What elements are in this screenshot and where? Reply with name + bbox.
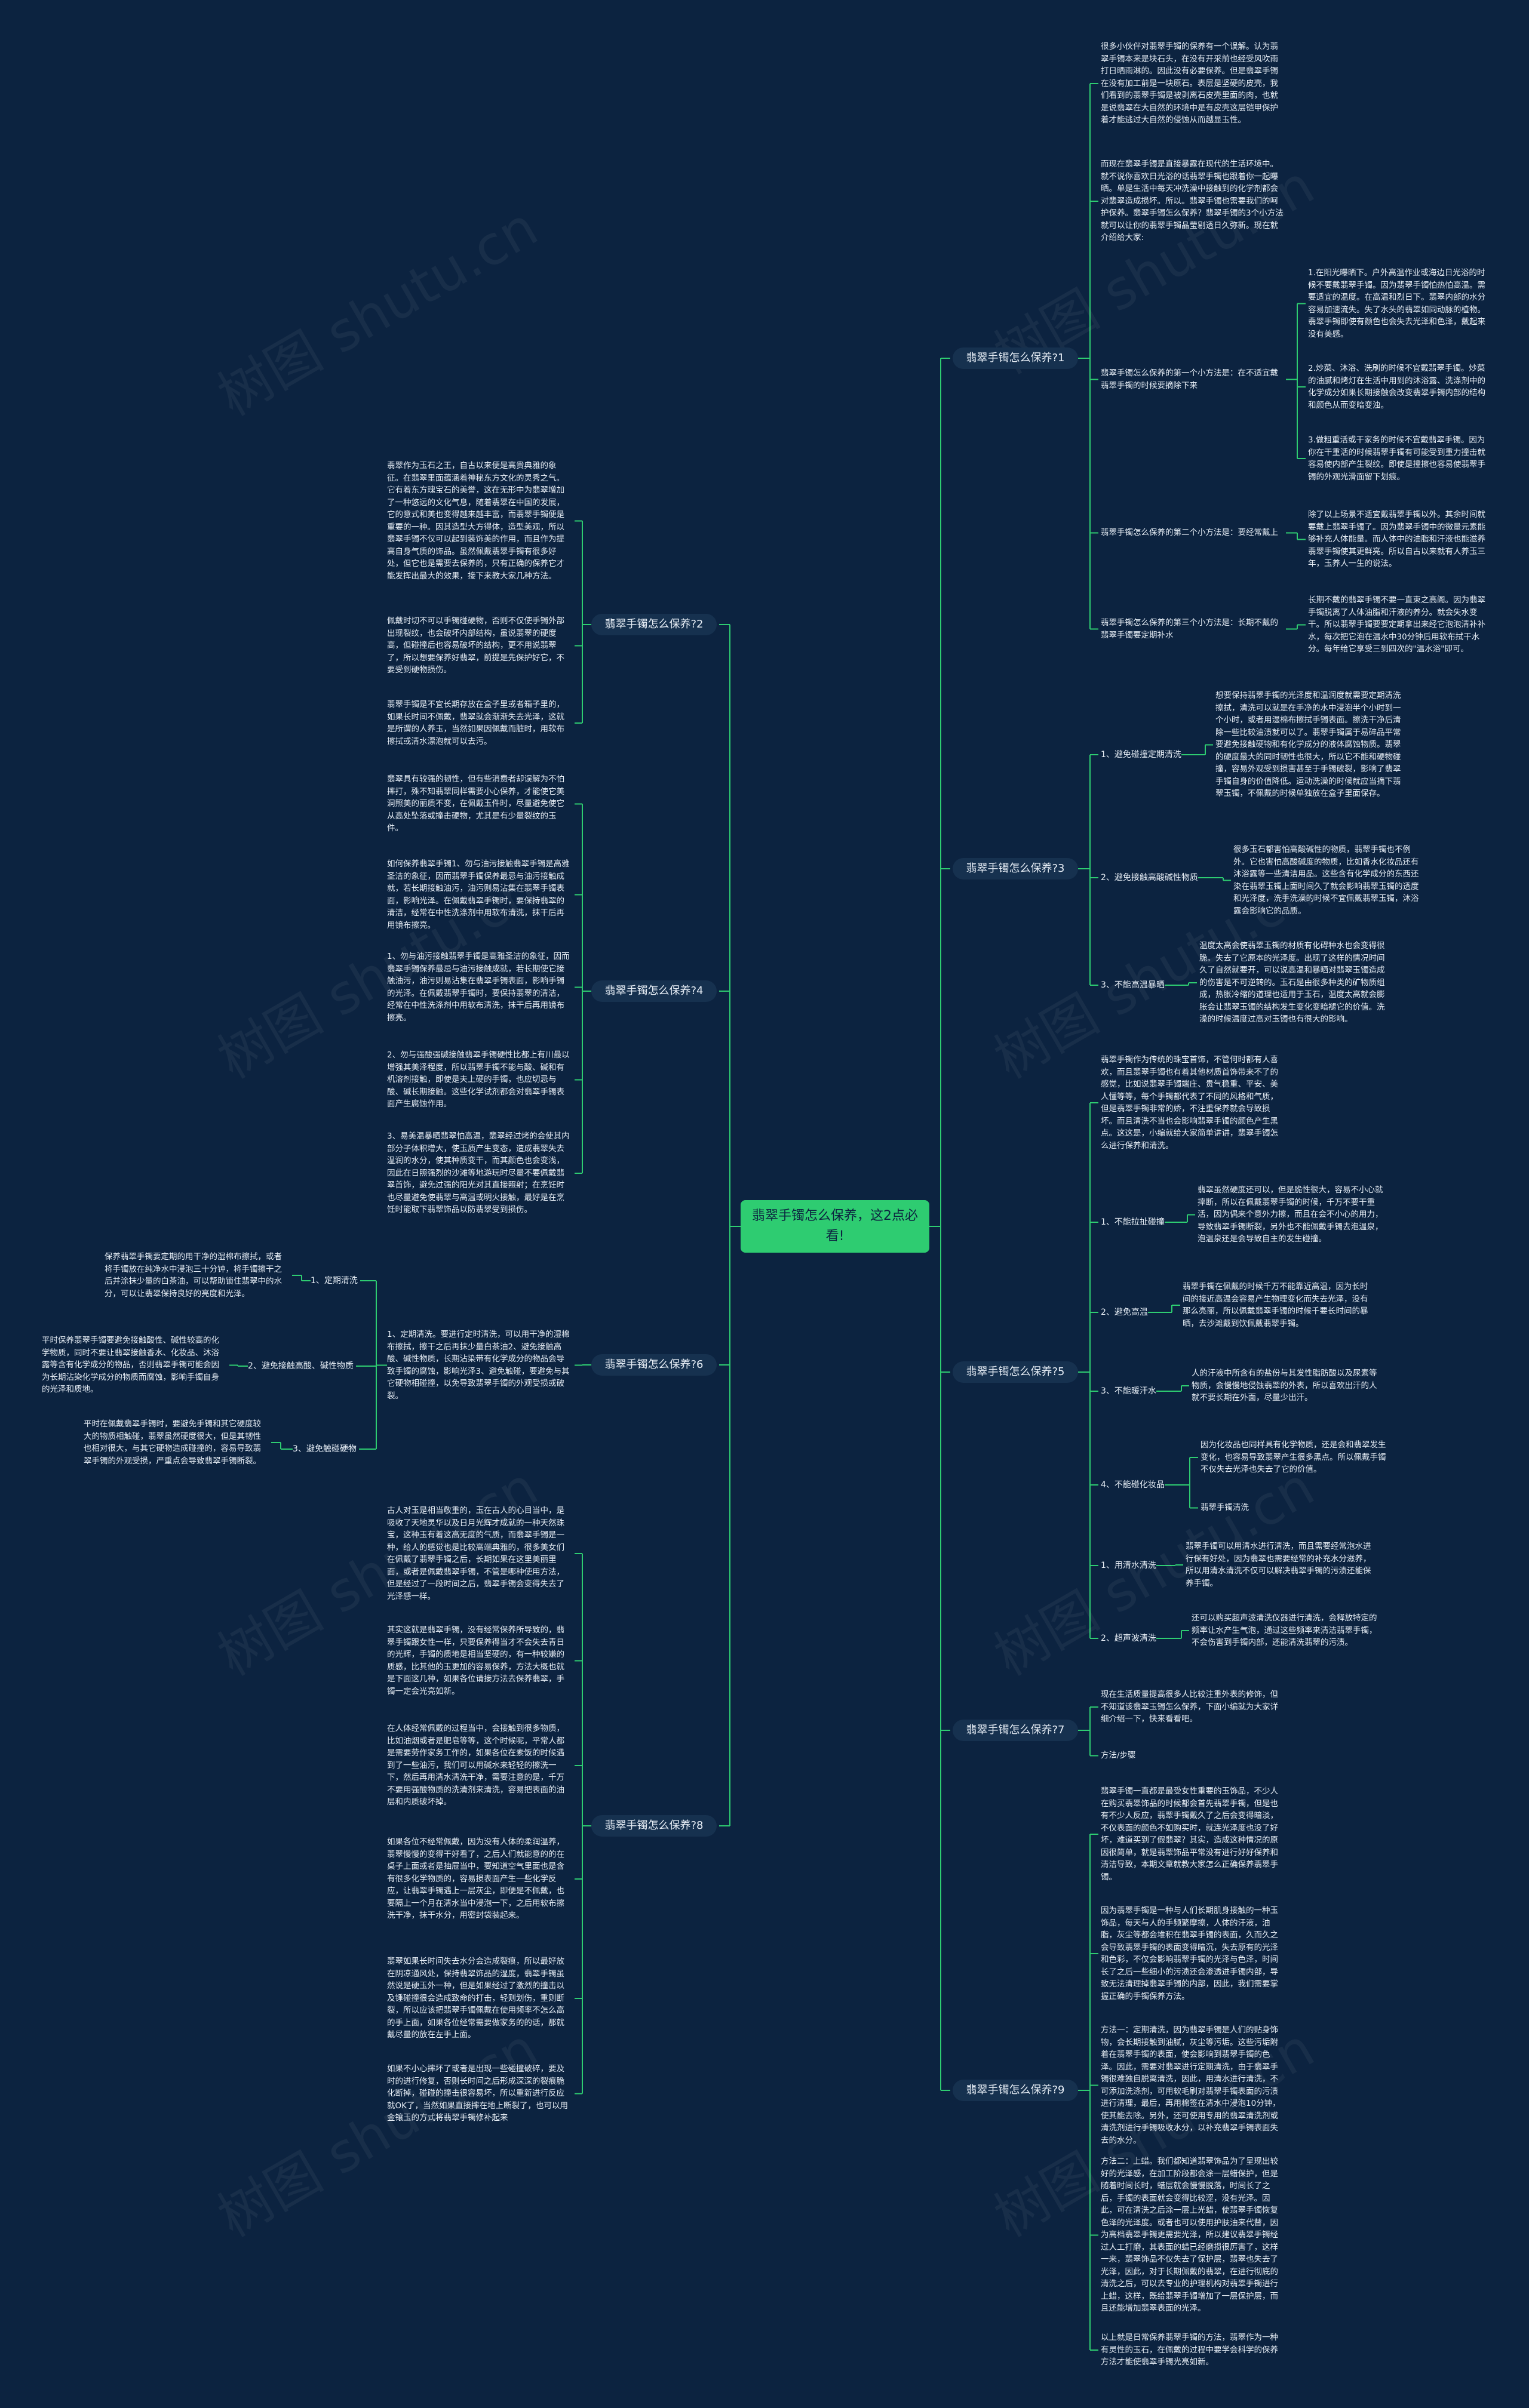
branch-2[interactable]: 翡翠手镯怎么保养?2 xyxy=(591,614,717,635)
text-node: 平时保养翡翠手镯要避免接触酸性、碱性较高的化学物质，同时不要让翡翠接触香水、化妆… xyxy=(42,1336,219,1394)
text-node: 3、易美温暴晒翡翠怕高温，翡翠经过烤的会使其内部分子体积增大，使玉质产生变态，造… xyxy=(387,1131,570,1214)
branch-9[interactable]: 翡翠手镯怎么保养?9 xyxy=(953,2080,1078,2101)
branch-7[interactable]: 翡翠手镯怎么保养?7 xyxy=(953,1720,1078,1741)
sub-topic[interactable]: 翡翠手镯怎么保养的第一个小方法是：在不适宜戴翡翠手镯的时候要摘除下来 xyxy=(1101,368,1278,390)
text-node: 其实这就是翡翠手镯，没有经常保养所导致的，翡翠手镯跟女性一样，只要保养得当才不会… xyxy=(387,1625,564,1696)
branch-6[interactable]: 翡翠手镯怎么保养?6 xyxy=(591,1354,717,1376)
text-node: 翡翠手镯可以用清水进行清洗，而且需要经常泡水进行保有好处，因为翡翠也需要经常的补… xyxy=(1186,1542,1371,1588)
text-node: 因为翡翠手镯是一种与人们长期肌身接触的一种玉饰品，每天与人的手频繁摩擦，人体的汗… xyxy=(1101,1906,1278,2001)
sub-topic[interactable]: 翡翠手镯怎么保养的第二个小方法是：要经常戴上 xyxy=(1101,528,1278,537)
sub-topic[interactable]: 翡翠手镯怎么保养的第三个小方法是：长期不戴的翡翠手镯要定期补水 xyxy=(1101,618,1278,640)
root-topic[interactable]: 翡翠手镯怎么保养，这2点必看! xyxy=(741,1200,929,1253)
text-node: 如何保养翡翠手镯1、勿与油污接触翡翠手镯是高雅圣洁的象征，因而翡翠手镯保养最忌与… xyxy=(387,859,570,930)
text-node: 1、勿与油污接触翡翠手镯是高雅圣洁的象征，因而翡翠手镯保养最忌与油污接触成就，若… xyxy=(387,952,570,1023)
sub-topic[interactable]: 1、定期清洗 xyxy=(311,1276,358,1286)
sub-topic[interactable]: 2、避免接触高酸、碱性物质 xyxy=(248,1361,354,1371)
sub-topic[interactable]: 3、不能暖汗水 xyxy=(1101,1386,1156,1396)
sub-topic[interactable]: 1、用清水清洗 xyxy=(1101,1561,1156,1570)
text-node: 翡翠手镯作为传统的珠宝首饰，不管何时都有人喜欢，而且翡翠手镯也有着其他材质首饰带… xyxy=(1101,1055,1278,1151)
text-node: 翡翠手镯一直都是最受女性重要的玉饰品，不少人在购买翡翠饰品的时候都会首先翡翠手镯… xyxy=(1101,1786,1278,1882)
text-node: 因为化妆品也同样具有化学物质，还是会和翡翠发生变化，也容易导致翡翠产生很多黑点。… xyxy=(1201,1440,1386,1474)
text-node: 翡翠虽然硬度还可以，但是脆性很大，容易不小心就摔断，所以在佩戴翡翠手镯的时候，千… xyxy=(1198,1185,1383,1244)
branch-8[interactable]: 翡翠手镯怎么保养?8 xyxy=(591,1815,717,1837)
branch-1[interactable]: 翡翠手镯怎么保养?1 xyxy=(953,347,1078,369)
text-node: 2、勿与强酸强碱接触翡翠手镯硬性比都上有川最以增强其美泽程度，所以翡翠手镯不能与… xyxy=(387,1050,570,1109)
sub-topic[interactable]: 1、不能拉扯碰撞 xyxy=(1101,1217,1165,1227)
text-node: 还可以购买超声波清洗仪器进行清洗，会释放特定的频率让水产生气泡，通过这些频率来清… xyxy=(1192,1613,1377,1647)
text-node: 翡翠手镯是不宜长期存放在盒子里或者箱子里的，如果长时间不佩戴，翡翠就会渐渐失去光… xyxy=(387,700,564,746)
text-node: 佩戴时切不可以手镯碰硬物，否则不仅使手镯外部出现裂纹，也会破坏内部结构，虽说翡翠… xyxy=(387,616,564,675)
text-node: 如果各位不经常佩戴，因为没有人体的柔润温养，翡翠慢慢的变得干好看了，之后人们就能… xyxy=(387,1837,564,1920)
text-node: 1、定期清洗。要进行定时清洗，可以用干净的湿棉布擦拭，擦干之后再抹少量白茶油2、… xyxy=(387,1330,570,1401)
sub-topic[interactable]: 2、避免高温 xyxy=(1101,1308,1148,1317)
text-node: 很多小伙伴对翡翠手镯的保养有一个误解。认为翡翠手镯本来是块石头，在没有开采前也经… xyxy=(1101,42,1278,125)
text-node: 很多玉石都害怕高酸碱性的物质，翡翠手镯也不例外。它也害怕高酸碱度的物质，比如香水… xyxy=(1233,845,1419,916)
text-node: 翡翠具有较强的韧性，但有些消费者却误解为不怕摔打，殊不知翡翠同样需要小心保养，才… xyxy=(387,774,564,833)
text-node: 想要保持翡翠手镯的光泽度和温润度就需要定期清洗擦拭，清洗可以就是在手净的水中浸泡… xyxy=(1215,691,1401,798)
text-node: 2.炒菜、沐浴、洗刷的时候不宜戴翡翠手镯。炒菜的油腻和烤灯在生活中用到的沐浴露、… xyxy=(1308,364,1485,410)
sub-topic[interactable]: 3、不能高温暴晒 xyxy=(1101,980,1165,990)
text-node: 在人体经常佩戴的过程当中，会接触到很多物质，比如油烟或者是肥皂等等，这个时候呢，… xyxy=(387,1724,564,1807)
text-node: 3.做粗重活或干家务的时候不宜戴翡翠手镯。因为你在干重活的时候翡翠手镯有可能受到… xyxy=(1308,435,1485,482)
branch-4[interactable]: 翡翠手镯怎么保养?4 xyxy=(591,980,717,1002)
text-node: 翡翠如果长时间失去水分会造成裂痕，所以最好放在阴凉通风处，保持翡翠饰品的湿度，翡… xyxy=(387,1957,564,2040)
text-node: 方法一：定期清洗，因为翡翠手镯是人们的贴身饰物，会长期接触到油腻，灰尘等污垢。这… xyxy=(1101,2025,1281,2145)
text-node: 1.在阳光曝晒下。户外高温作业或海边日光浴的时候不要戴翡翠手镯。因为翡翠手镯怕热… xyxy=(1308,268,1485,339)
text-node: 现在生活质量提高很多人比较注重外表的修饰，但不知道该翡翠玉镯怎么保养，下面小编就… xyxy=(1101,1690,1278,1724)
text-node: 如果不小心摔坏了或者是出现一些碰撞破碎，要及时的进行修复，否则长时间之后形成深深… xyxy=(387,2064,568,2123)
text-node: 翡翠手镯清洗 xyxy=(1201,1503,1249,1512)
branch-5[interactable]: 翡翠手镯怎么保养?5 xyxy=(953,1361,1078,1383)
sub-topic[interactable]: 4、不能碰化妆品 xyxy=(1101,1480,1165,1490)
text-node: 长期不戴的翡翠手镯不要一直束之高阁。因为翡翠手镯脱离了人体油脂和汗液的养分。就会… xyxy=(1308,595,1485,654)
sub-topic[interactable]: 2、避免接触高酸碱性物质 xyxy=(1101,873,1198,882)
text-node: 除了以上场景不适宜戴翡翠手镯以外。其余时间就要戴上翡翠手镯了。因为翡翠手镯中的微… xyxy=(1308,510,1485,568)
text-node: 方法二：上蜡。我们都知道翡翠饰品为了呈现出较好的光泽感，在加工阶段都会涂一层蜡保… xyxy=(1101,2157,1278,2313)
sub-topic[interactable]: 1、避免碰撞定期清洗 xyxy=(1101,750,1181,759)
text-node: 而现在翡翠手镯是直接暴露在现代的生活环境中。就不说你喜欢日光浴的话翡翠手镯也跟着… xyxy=(1101,159,1284,242)
text-node: 以上就是日常保养翡翠手镯的方法，翡翠作为一种有灵性的玉石，在佩戴的过程中要学会科… xyxy=(1101,2333,1278,2367)
text-node: 保养翡翠手镯要定期的用干净的湿棉布擦拭，或者将手镯放在纯净水中浸泡三十分钟，将手… xyxy=(105,1252,282,1299)
text-node: 古人对玉是相当敬重的，玉在古人的心目当中，是吸收了天地灵华以及日月光辉才成就的一… xyxy=(387,1506,564,1601)
text-node: 平时在佩戴翡翠手镯时，要避免手镯和其它硬度较大的物质相触碰，翡翠虽然硬度很大，但… xyxy=(84,1419,261,1466)
text-node: 翡翠作为玉石之王，自古以来便是高贵典雅的象征。在翡翠里面蕴涵着神秘东方文化的灵秀… xyxy=(387,461,564,581)
text-node: 方法/步骤 xyxy=(1101,1751,1136,1760)
sub-topic[interactable]: 2、超声波清洗 xyxy=(1101,1634,1156,1643)
branch-3[interactable]: 翡翠手镯怎么保养?3 xyxy=(953,858,1078,879)
text-node: 人的汗液中所含有的盐份与其发性脂肪酸以及尿素等物质，会慢慢地侵蚀翡翠的外表，所以… xyxy=(1192,1368,1377,1403)
sub-topic[interactable]: 3、避免触碰硬物 xyxy=(293,1444,357,1454)
text-node: 温度太高会使翡翠玉镯的材质有化碍种水也会变得很脆。失去了它原本的光泽度。出现了这… xyxy=(1199,941,1385,1024)
text-node: 翡翠手镯在佩戴的时候千万不能靠近高温，因为长时间的接近高温会容易产生物理变化而失… xyxy=(1183,1282,1368,1328)
